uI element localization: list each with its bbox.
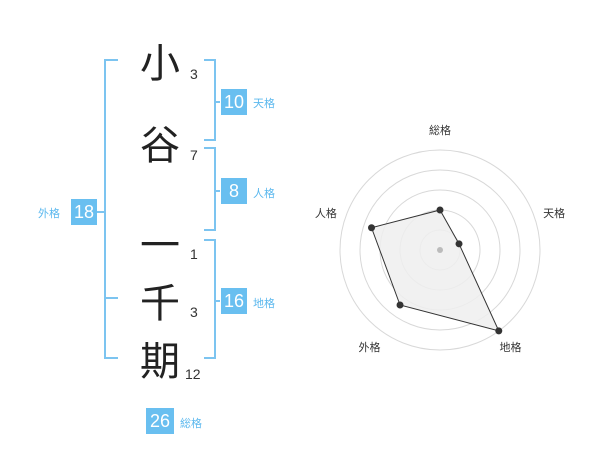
gaikaku-label: 外格 — [38, 207, 60, 220]
radar-ring-5 — [339, 149, 541, 351]
jinkaku-label: 人格 — [253, 187, 275, 200]
name-char-1: 小 — [140, 41, 180, 87]
gaikaku-bracket — [104, 59, 118, 359]
radar-ring-4 — [359, 169, 521, 331]
name-char-5: 期 — [140, 339, 180, 385]
bracket-lines — [94, 59, 220, 359]
radar-axis-label-3: 地格 — [500, 340, 522, 354]
name-char-4: 千 — [140, 281, 180, 327]
soukaku-label: 総格 — [180, 417, 202, 430]
jinkaku-value: 8 — [221, 178, 247, 204]
radar-axis-label-1: 総格 — [429, 123, 451, 137]
gaikaku-value: 18 — [71, 199, 97, 225]
chikaku-label: 地格 — [253, 297, 275, 310]
radar-axis-label-2: 天格 — [543, 206, 565, 220]
radar-point-2 — [455, 240, 463, 248]
tenkaku-value: 10 — [221, 89, 247, 115]
radar-polygon — [370, 209, 500, 332]
stroke-count-5: 12 — [185, 366, 201, 382]
chikaku-value: 16 — [221, 288, 247, 314]
radar-axis-label-4: 外格 — [358, 340, 380, 354]
chikaku-bracket — [204, 239, 216, 359]
tenkaku-label: 天格 — [253, 97, 275, 110]
jinkaku-bracket — [204, 147, 216, 231]
stroke-count-3: 1 — [190, 246, 198, 262]
radar-point-3 — [495, 327, 503, 335]
stroke-count-1: 3 — [190, 66, 198, 82]
radar-points — [368, 206, 503, 335]
radar-point-4 — [396, 301, 404, 309]
name-char-2: 谷 — [140, 123, 180, 169]
radar-center-dot — [437, 247, 443, 253]
stroke-count-2: 7 — [190, 147, 198, 163]
stroke-count-4: 3 — [190, 304, 198, 320]
radar-point-1 — [436, 206, 444, 214]
tenkaku-bracket — [204, 59, 216, 141]
radar-axis-label-5: 人格 — [315, 206, 337, 220]
radar-point-5 — [368, 224, 376, 232]
soukaku-value: 26 — [146, 408, 174, 434]
name-char-3: 一 — [140, 223, 180, 269]
